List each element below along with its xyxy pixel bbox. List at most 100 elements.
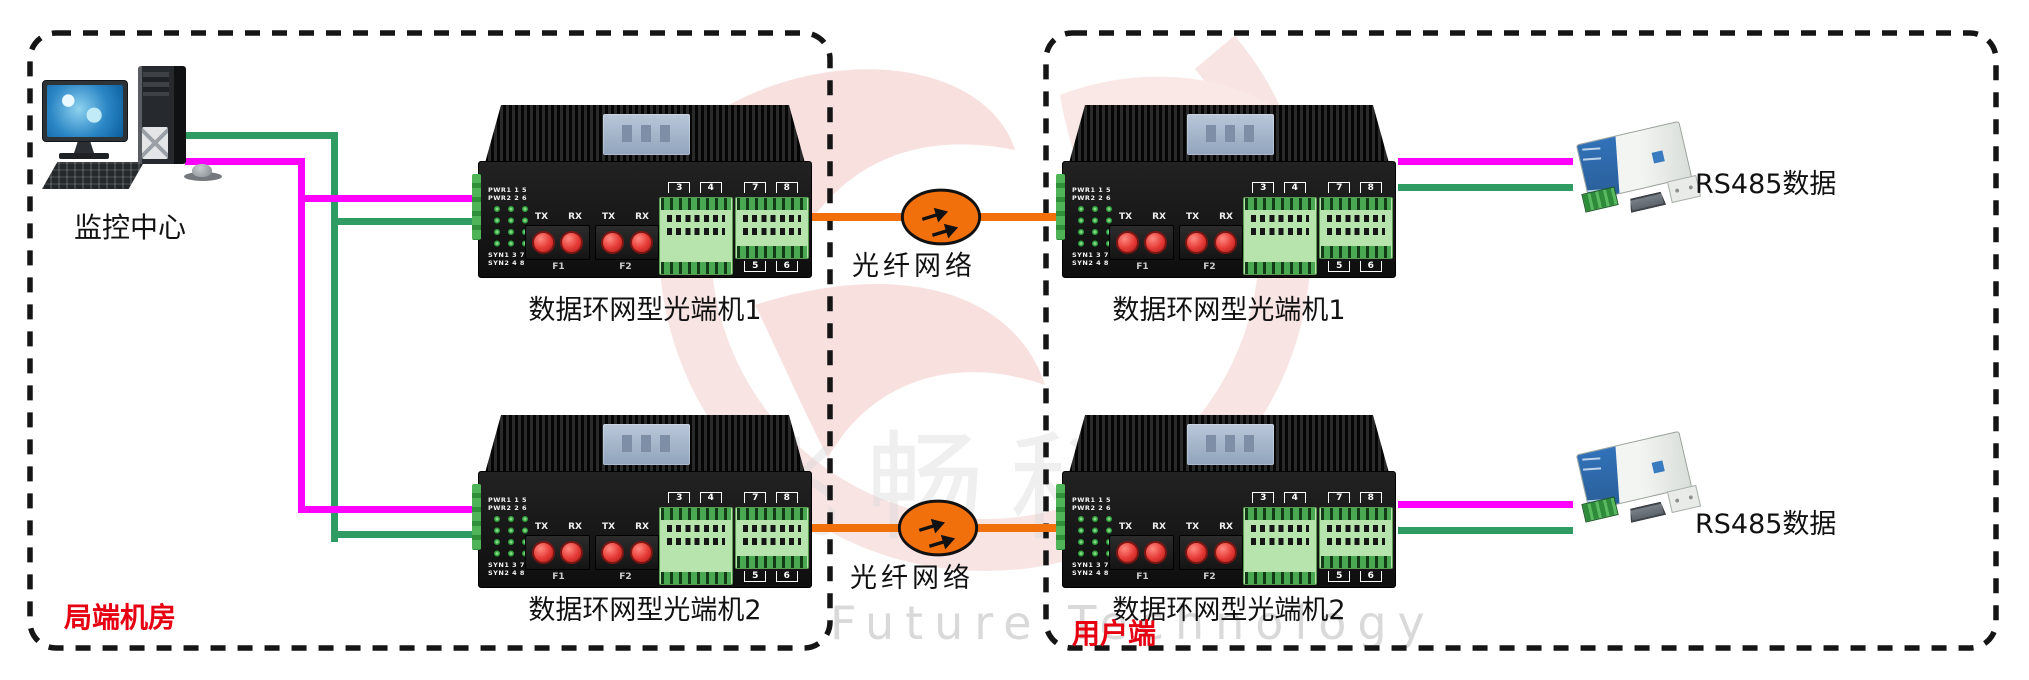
- cable-magenta-to-device1: [298, 195, 481, 202]
- terminal-8-label: 8: [1359, 492, 1382, 503]
- left-room-label: 局端机房: [64, 601, 177, 634]
- label-plate: [603, 113, 690, 156]
- terminal-8-label: 8: [1359, 182, 1382, 193]
- pwr-led-caption: PWR1 1 5 PWR2 2 6: [488, 496, 528, 512]
- tx-label: TX: [601, 522, 616, 532]
- terminal-5-label: 5: [744, 261, 767, 272]
- front-panel: PWR1 1 5 PWR2 2 6 SYN1 3 7 SYN2 4 8 TX R…: [1056, 471, 1396, 588]
- fiber-network-label-2: 光纤网络: [850, 563, 974, 594]
- terminal-block-2: [735, 197, 809, 259]
- power-terminal: [1056, 484, 1065, 550]
- fc-connector: [531, 231, 555, 254]
- rx-label: RX: [1219, 212, 1233, 222]
- rx-label: RX: [568, 522, 582, 532]
- cable-magenta-pc-out: [185, 158, 305, 165]
- monitor-icon: [42, 80, 128, 142]
- heatsink-top: [1069, 415, 1389, 473]
- front-panel: PWR1 1 5 PWR2 2 6 SYN1 3 7 SYN2 4 8 TX R…: [472, 161, 812, 278]
- fiber-port-f1: [1109, 535, 1174, 570]
- terminal-8-label: 8: [775, 492, 798, 503]
- terminal-4-label: 4: [1283, 182, 1306, 193]
- terminal-block-1: [659, 197, 733, 275]
- terminal-7-label: 7: [1328, 492, 1351, 503]
- pwr-led-caption: PWR1 1 5 PWR2 2 6: [488, 186, 528, 202]
- optical-terminal-left-2: PWR1 1 5 PWR2 2 6 SYN1 3 7 SYN2 4 8 TX R…: [472, 415, 812, 588]
- fiber-port-f2: [594, 225, 659, 260]
- fc-connector: [1144, 541, 1167, 564]
- terminal-7-label: 7: [744, 492, 767, 503]
- terminal-block-1: [1243, 197, 1317, 275]
- terminal-3-label: 3: [1252, 492, 1275, 503]
- fc-connector: [629, 541, 653, 564]
- f2-label: F2: [619, 572, 632, 582]
- rx-label: RX: [635, 522, 649, 532]
- terminal-4-label: 4: [699, 182, 722, 193]
- cable-green-to-device2: [331, 531, 481, 538]
- terminal-5-label: 5: [744, 571, 767, 582]
- cable-green-rs485-2: [1398, 527, 1573, 534]
- label-plate: [1187, 113, 1274, 156]
- cable-magenta-to-device2: [298, 506, 481, 513]
- heatsink-top: [1069, 105, 1389, 163]
- fc-connector: [1213, 231, 1237, 254]
- f2-label: F2: [1203, 572, 1216, 582]
- status-leds: [491, 204, 531, 250]
- tx-label: TX: [535, 522, 549, 532]
- monitoring-center-label: 监控中心: [73, 211, 186, 244]
- rx-label: RX: [568, 212, 582, 222]
- cable-magenta-vertical: [298, 158, 305, 513]
- db9-connector: [1628, 501, 1666, 523]
- fiber-port-area: TX RX TX RX F1 F2: [1109, 212, 1243, 272]
- rs485-data-label-1: RS485数据: [1695, 169, 1837, 200]
- f2-label: F2: [1203, 262, 1216, 272]
- f1-label: F1: [552, 572, 565, 582]
- right-room-label: 用户端: [1072, 617, 1157, 650]
- fiber-port-area: TX RX TX RX F1 F2: [525, 522, 659, 582]
- label-plate: [1187, 423, 1274, 466]
- front-panel: PWR1 1 5 PWR2 2 6 SYN1 3 7 SYN2 4 8 TX R…: [472, 471, 812, 588]
- terminal-5-label: 5: [1328, 261, 1351, 272]
- fiber-network-label-1: 光纤网络: [852, 251, 976, 282]
- tx-label: TX: [1185, 522, 1200, 532]
- fiber-network-icon: [897, 499, 979, 557]
- fc-connector: [1115, 231, 1139, 254]
- f2-label: F2: [619, 262, 632, 272]
- pc-tower-icon: [138, 66, 186, 164]
- keyboard-icon: [42, 162, 144, 189]
- tx-label: TX: [1185, 212, 1200, 222]
- power-terminal: [1056, 174, 1065, 240]
- rs485-converter-icon-1: [1575, 118, 1707, 223]
- status-leds: [491, 514, 531, 560]
- rx-label: RX: [635, 212, 649, 222]
- syn-led-caption: SYN1 3 7 SYN2 4 8: [488, 561, 525, 577]
- power-terminal: [472, 174, 481, 240]
- terminal-block-1: [659, 507, 733, 585]
- f1-label: F1: [552, 262, 565, 272]
- terminal-3-label: 3: [668, 182, 691, 193]
- fc-connector: [1144, 231, 1167, 254]
- terminal-8-label: 8: [775, 182, 798, 193]
- terminal-4-label: 4: [699, 492, 722, 503]
- fiber-port-f1: [525, 225, 590, 260]
- fiber-port-f2: [1178, 225, 1243, 260]
- terminal-block-2: [1319, 507, 1393, 569]
- terminal-block-2: [735, 507, 809, 569]
- fc-connector: [601, 541, 624, 564]
- fc-connector: [1185, 541, 1208, 564]
- device-caption: 数据环网型光端机2: [1112, 595, 1346, 626]
- terminal-6-label: 6: [775, 261, 798, 272]
- status-leds: [1075, 204, 1115, 250]
- right-room-border: [1043, 30, 1999, 651]
- watermark-english-text: Future Technology: [830, 596, 1436, 650]
- fiber-port-area: TX RX TX RX F1 F2: [1109, 522, 1243, 582]
- status-leds: [1075, 514, 1115, 560]
- heatsink-top: [485, 415, 805, 473]
- fiber-port-f2: [1178, 535, 1243, 570]
- fiber-port-f1: [525, 535, 590, 570]
- fiber-port-area: TX RX TX RX F1 F2: [525, 212, 659, 272]
- fc-connector: [1185, 231, 1208, 254]
- cable-green-pc-out: [185, 132, 338, 139]
- syn-led-caption: SYN1 3 7 SYN2 4 8: [1072, 251, 1109, 267]
